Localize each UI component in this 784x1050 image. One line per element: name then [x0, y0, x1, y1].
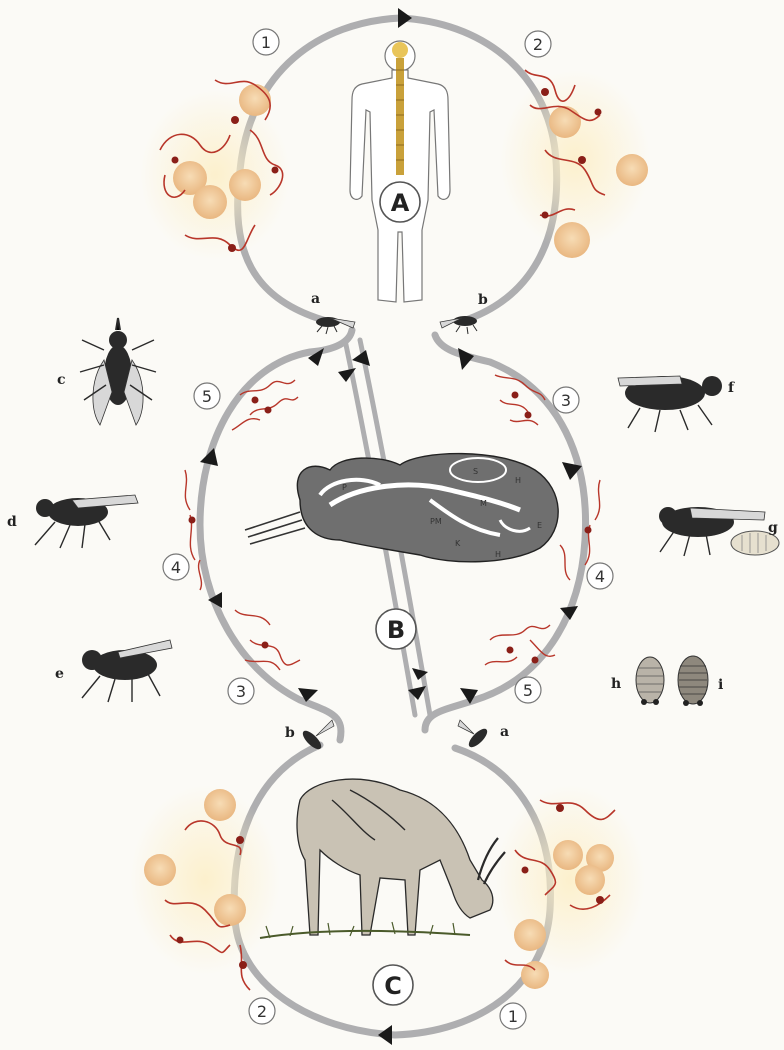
- gut-label-h-top: H: [515, 476, 521, 485]
- fly-label-e: e: [55, 666, 64, 682]
- gut-label-m: M: [480, 499, 487, 508]
- fly-g-illustration: [659, 507, 779, 556]
- tsetse-gut-diagram: P S H M PM K E H: [245, 454, 558, 562]
- stage-label-top-1: 1: [261, 33, 271, 52]
- blood-stage-top-left: [140, 80, 290, 260]
- gut-label-pm: PM: [430, 517, 442, 526]
- stage-marker-lower-right-5: 5: [515, 677, 541, 703]
- host-label-a: A: [391, 189, 410, 217]
- stage-label-bottom-2: 2: [257, 1002, 267, 1021]
- gut-label-h-bottom: H: [495, 550, 501, 559]
- stage-label-right-4: 4: [595, 567, 605, 586]
- parasites-upper-right: [495, 375, 545, 425]
- stage-marker-upper-left-5: 5: [194, 383, 220, 409]
- fly-top-b-illustration: [440, 316, 477, 334]
- fly-bottom-a-illustration: [458, 720, 490, 750]
- fly-e-illustration: [82, 640, 172, 702]
- fly-label-h: h: [611, 676, 621, 692]
- blood-stage-bottom-right: [495, 785, 645, 989]
- parasites-lower-right: [485, 625, 555, 665]
- stage-label-left-4: 4: [171, 558, 181, 577]
- stage-label-bottom-1: 1: [508, 1007, 518, 1026]
- fly-label-i: i: [718, 677, 723, 693]
- stage-label-upper-left-5: 5: [202, 387, 212, 406]
- stage-marker-bottom-1: 1: [500, 1003, 526, 1029]
- stage-marker-bottom-2: 2: [249, 998, 275, 1024]
- host-label-c: C: [384, 972, 402, 1000]
- stage-marker-lower-left-3: 3: [228, 678, 254, 704]
- host-marker-c: C: [373, 965, 413, 1005]
- stage-label-lower-left-3: 3: [236, 682, 246, 701]
- gut-label-s: S: [473, 467, 478, 476]
- arrow-bottom: [378, 1025, 392, 1045]
- fly-label-f: f: [728, 380, 735, 396]
- stage-marker-top-2: 2: [525, 31, 551, 57]
- arrow-top: [398, 8, 412, 28]
- fly-label-d: d: [7, 514, 17, 530]
- stage-label-top-2: 2: [533, 35, 543, 54]
- parasites-lower-left: [235, 610, 300, 670]
- blood-stage-bottom-left: [130, 785, 280, 990]
- human-figure: [350, 41, 450, 302]
- stage-label-upper-right-3: 3: [561, 391, 571, 410]
- stage-label-lower-right-5: 5: [523, 681, 533, 700]
- host-marker-b: B: [376, 609, 416, 649]
- gut-label-p: P: [342, 483, 347, 492]
- fly-f-illustration: [618, 376, 722, 432]
- fly-label-top-b: b: [478, 292, 488, 308]
- fly-c-illustration: [80, 318, 156, 425]
- gut-label-e: E: [537, 521, 542, 530]
- pupa-h-illustration: [636, 657, 664, 705]
- fly-d-illustration: [35, 495, 138, 548]
- fly-label-top-a: a: [311, 291, 320, 307]
- gut-label-k: K: [455, 539, 461, 548]
- fly-label-g: g: [768, 520, 778, 536]
- host-marker-a: A: [380, 182, 420, 222]
- fly-bottom-b-illustration: [300, 720, 334, 752]
- stage-marker-left-4: 4: [163, 554, 189, 580]
- pupa-i-illustration: [678, 656, 708, 706]
- fly-label-bottom-a: a: [500, 724, 509, 740]
- stage-marker-top-1: 1: [253, 29, 279, 55]
- fly-label-c: c: [57, 372, 66, 388]
- fly-label-bottom-b: b: [285, 725, 295, 741]
- blood-stage-top-right: [500, 70, 650, 258]
- stage-marker-upper-right-3: 3: [553, 387, 579, 413]
- host-label-b: B: [387, 616, 405, 644]
- antelope-illustration: [260, 779, 505, 938]
- stage-marker-right-4: 4: [587, 563, 613, 589]
